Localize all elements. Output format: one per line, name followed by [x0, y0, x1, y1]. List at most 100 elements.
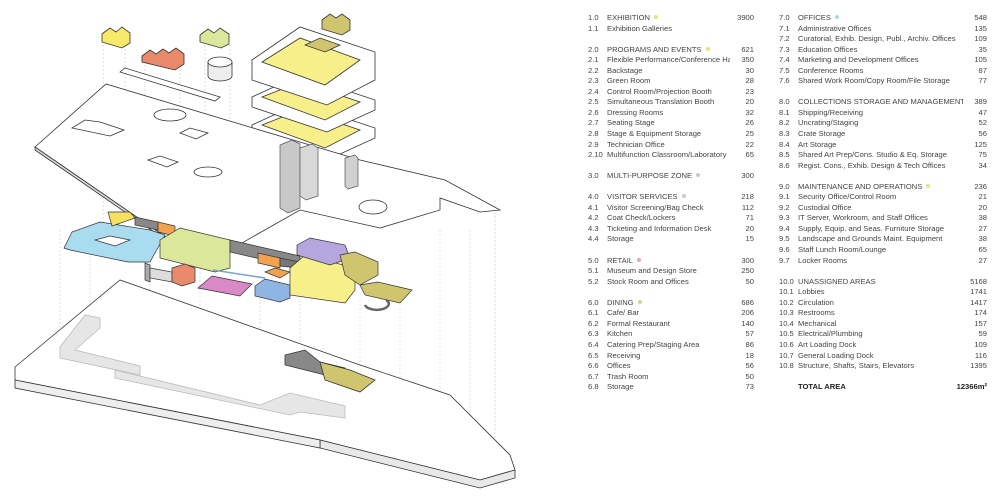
- item-number: 2.2: [588, 65, 599, 75]
- item-area: 174: [974, 308, 987, 318]
- section-number: 10.0: [779, 276, 794, 286]
- section-area: 686: [741, 297, 754, 307]
- section-label: COLLECTIONS STORAGE AND MANAGEMENT: [798, 97, 963, 108]
- item-label: Storage: [607, 382, 634, 392]
- collections-block-olive: [321, 13, 351, 36]
- section-title: EXHIBITION: [607, 13, 651, 22]
- item-number: 10.4: [779, 318, 794, 328]
- color-key-dot: [654, 15, 659, 19]
- section-number: 3.0: [588, 171, 599, 181]
- item-number: 8.3: [779, 129, 790, 139]
- item-number: 9.1: [779, 192, 790, 202]
- item-area: 73: [745, 382, 754, 392]
- item-number: 7.1: [779, 23, 790, 33]
- item-number: 6.6: [588, 361, 599, 371]
- item-label: Coat Check/Lockers: [607, 213, 676, 223]
- item-area: 75: [978, 150, 987, 160]
- multipurpose-block: [197, 275, 253, 297]
- item-area: 105: [974, 55, 987, 65]
- item-label: Administrative Offices: [798, 23, 872, 33]
- retail-block-red: [141, 47, 185, 71]
- total-area-value: 12366m²: [956, 382, 987, 392]
- color-key-dot: [834, 15, 839, 19]
- item-area: 125: [974, 139, 987, 149]
- item-label: Crate Storage: [798, 129, 846, 139]
- item-number: 5.2: [588, 276, 599, 286]
- section-number: 4.0: [588, 192, 599, 202]
- item-area: 116: [974, 350, 987, 360]
- item-label: Art Storage: [798, 139, 837, 149]
- item-number: 2.7: [588, 118, 599, 128]
- item-area: 50: [745, 371, 754, 381]
- item-label: Stage & Equipment Storage: [607, 129, 702, 139]
- item-area: 20: [745, 97, 754, 107]
- collections-block: [339, 251, 379, 286]
- item-area: 35: [978, 44, 987, 54]
- section-area: 300: [741, 255, 754, 265]
- section-number: 7.0: [779, 13, 790, 22]
- item-label: Stock Room and Offices: [607, 276, 689, 286]
- program-row: 7.3 Education Offices 35: [779, 45, 987, 56]
- item-area: 34: [978, 160, 987, 170]
- section-title: RETAIL: [607, 255, 634, 265]
- section-title: DINING: [607, 297, 634, 307]
- item-number: 8.6: [779, 160, 790, 170]
- item-number: 10.1: [779, 287, 794, 297]
- item-number: 10.6: [779, 339, 794, 349]
- item-area: 59: [978, 329, 987, 339]
- section-area: 236: [974, 181, 987, 191]
- section-title: COLLECTIONS STORAGE AND MANAGEMENT: [798, 97, 963, 107]
- item-number: 8.2: [779, 118, 790, 128]
- item-number: 4.2: [588, 213, 599, 223]
- exploded-axonometric-diagram: [14, 13, 516, 489]
- item-area: 65: [745, 150, 754, 160]
- item-number: 2.1: [588, 55, 599, 65]
- section-area: 218: [741, 192, 754, 202]
- program-row: 2.7 Seating Stage 26: [588, 118, 754, 129]
- section-number: 8.0: [779, 97, 790, 107]
- item-label: Formal Restaurant: [607, 318, 670, 328]
- item-label: Education Offices: [798, 44, 858, 54]
- section-number: 1.0: [588, 13, 599, 22]
- item-number: 10.5: [779, 329, 794, 339]
- item-label: Receiving: [607, 350, 641, 360]
- item-number: 7.6: [779, 76, 790, 86]
- section-title: OFFICES: [798, 13, 831, 22]
- item-number: 4.4: [588, 234, 599, 244]
- item-number: 7.3: [779, 44, 790, 54]
- item-number: 9.3: [779, 213, 790, 223]
- section-area: 548: [974, 13, 987, 22]
- item-number: 2.8: [588, 129, 599, 139]
- item-number: 6.7: [588, 371, 599, 381]
- item-area: 26: [745, 118, 754, 128]
- item-label: Electrical/Plumbing: [798, 329, 863, 339]
- section-number: 6.0: [588, 297, 599, 307]
- item-label: Control Room/Projection Booth: [607, 86, 712, 96]
- item-number: 10.8: [779, 361, 794, 371]
- color-key-dot: [696, 173, 701, 178]
- item-label: General Loading Dock: [798, 350, 874, 360]
- program-level: [63, 211, 413, 312]
- item-label: Seating Stage: [607, 118, 655, 128]
- item-number: 2.10: [588, 150, 603, 160]
